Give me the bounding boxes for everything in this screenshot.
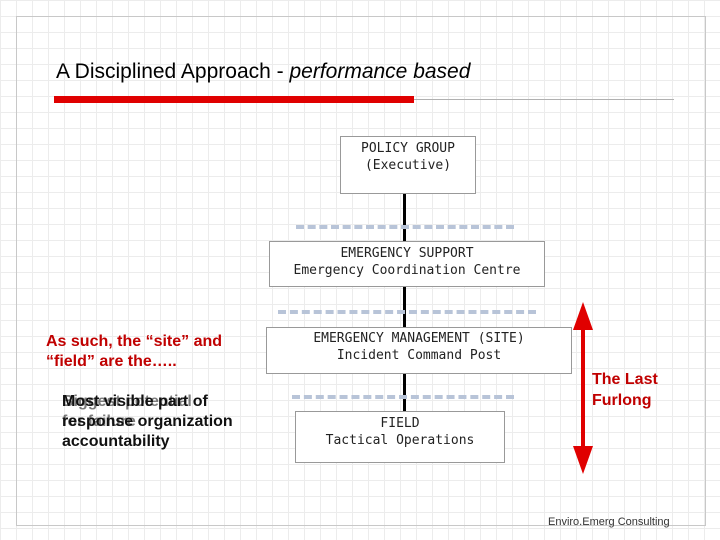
dashed-divider-2 <box>278 310 536 314</box>
arrow-head-top <box>573 302 593 330</box>
emergency-support-box: EMERGENCY SUPPORT Emergency Coordination… <box>269 241 545 287</box>
title-main: A Disciplined Approach - <box>56 60 290 83</box>
double-arrow-icon <box>573 302 593 474</box>
dashed-divider-1 <box>296 225 514 229</box>
dashed-divider-3 <box>292 395 514 399</box>
field-sublabel: Tactical Operations <box>325 433 475 448</box>
caption-line-2: response organization <box>62 413 233 430</box>
field-label: FIELD <box>380 416 420 431</box>
arrow-shaft <box>581 328 585 448</box>
site-field-caption: As such, the “site” and “field” are the…… <box>46 333 223 370</box>
ghost-line-2: for failure <box>62 413 136 430</box>
policy-group-label: POLICY GROUP <box>361 141 455 156</box>
connector-policy-support <box>403 194 406 242</box>
emergency-management-box: EMERGENCY MANAGEMENT (SITE) Incident Com… <box>266 327 572 374</box>
last-furlong-label: The Last Furlong <box>592 371 658 409</box>
caption-line-1: Most visible part of <box>62 393 208 410</box>
title-italic: performance based <box>289 60 471 83</box>
policy-group-sublabel: (Executive) <box>364 158 452 173</box>
policy-group-box: POLICY GROUP (Executive) <box>340 136 476 194</box>
footer-credit: Enviro.Emerg Consulting <box>548 516 670 528</box>
emergency-support-label: EMERGENCY SUPPORT <box>340 246 474 261</box>
ghost-line-1: Biggest potential <box>62 393 192 410</box>
slide-frame <box>16 16 706 526</box>
overlapping-caption: Biggest potential for failure Most visib… <box>62 392 272 452</box>
overlapping-caption-ghost: Biggest potential for failure <box>62 392 192 432</box>
emergency-support-sublabel: Emergency Coordination Centre <box>293 263 521 278</box>
connector-support-management <box>403 287 406 327</box>
emergency-management-sublabel: Incident Command Post <box>336 348 502 363</box>
field-box: FIELD Tactical Operations <box>295 411 505 463</box>
arrow-head-bottom <box>573 446 593 474</box>
emergency-management-label: EMERGENCY MANAGEMENT (SITE) <box>313 331 525 346</box>
slide-title: A Disciplined Approach - performance bas… <box>56 60 470 84</box>
caption-line-3: accountability <box>62 433 170 450</box>
title-accent-bar <box>54 96 414 103</box>
connector-management-field <box>403 374 406 411</box>
